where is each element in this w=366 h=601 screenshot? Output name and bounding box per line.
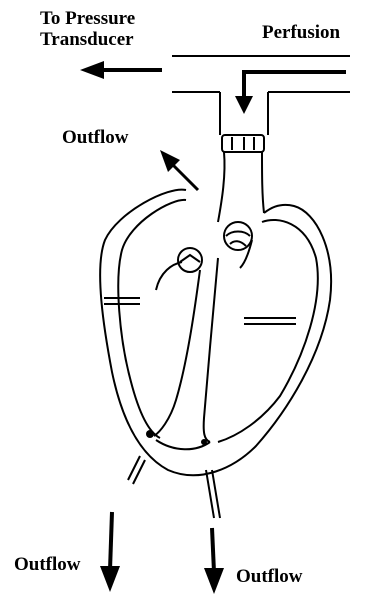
outflow-top-arrow <box>160 150 198 190</box>
cannula-collar <box>222 135 264 152</box>
to-pressure-line2: Transducer <box>40 29 135 50</box>
heart-outer-wall <box>100 190 331 476</box>
perfusion-label: Perfusion <box>262 22 340 43</box>
drainage-tubes <box>128 456 220 518</box>
aorta <box>218 152 264 222</box>
outflow-bottom-left-arrow <box>100 512 120 592</box>
outflow-bottom-right-arrow <box>204 528 224 594</box>
septum-left <box>154 270 200 436</box>
to-pressure-arrow <box>80 61 162 79</box>
valves <box>178 222 252 272</box>
to-pressure-line1: To Pressure <box>40 8 135 29</box>
outflow-top-label: Outflow <box>62 127 129 148</box>
outflow-bottom-left-label: Outflow <box>14 554 81 575</box>
apical-dots <box>146 430 207 445</box>
to-pressure-transducer-label: To Pressure Transducer <box>40 8 135 50</box>
outflow-bottom-right-label: Outflow <box>236 566 303 587</box>
right-ventricle-inner-wall <box>218 220 318 442</box>
septum-right <box>204 258 218 442</box>
aortic-valve <box>224 222 252 250</box>
heart <box>100 190 331 476</box>
